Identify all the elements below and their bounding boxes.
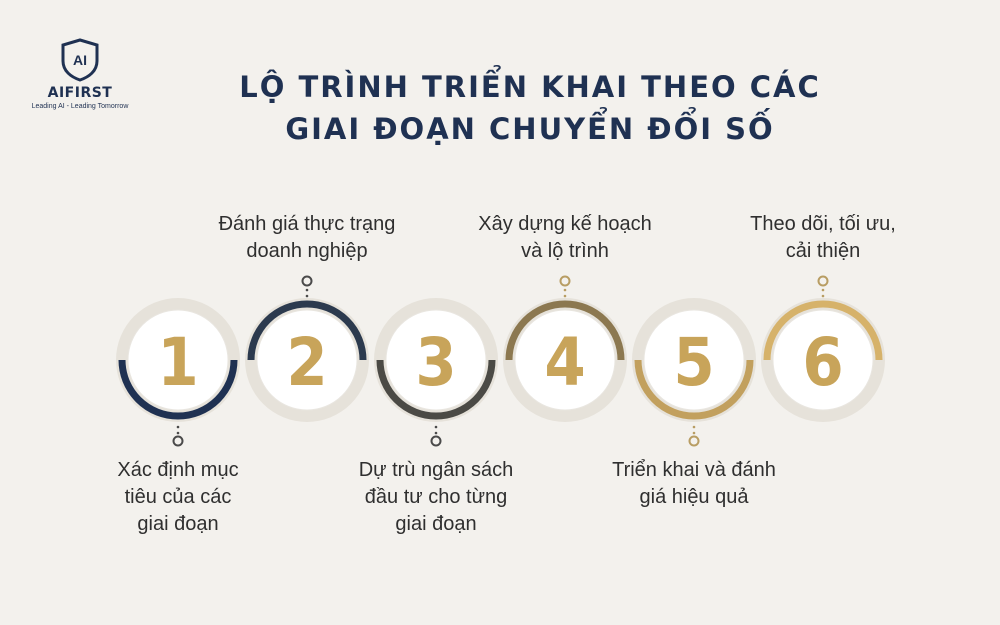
step-4-circle xyxy=(514,309,616,411)
step-5-label-line-1: Triển khai và đánh xyxy=(612,459,776,481)
title-line-1: LỘ TRÌNH TRIỂN KHAI THEO CÁC xyxy=(239,70,821,104)
step-3-label-line-2: đầu tư cho từng xyxy=(364,486,508,508)
step-5-node xyxy=(688,435,700,447)
step-2-number: 2 xyxy=(286,324,327,401)
shield-logo-icon: AI xyxy=(61,38,99,82)
step-4-connector-dot-2 xyxy=(563,294,567,298)
step-4-label-line-2: và lộ trình xyxy=(521,240,609,262)
step-2-label-line-2: doanh nghiệp xyxy=(246,240,368,262)
step-2-connector-dot-2 xyxy=(305,294,309,298)
step-3-node xyxy=(430,435,442,447)
step-2-label-line-1: Đánh giá thực trạng xyxy=(218,213,396,235)
step-5-connector-dot-2 xyxy=(692,431,696,435)
step-1-connector-dot-2 xyxy=(176,431,180,435)
step-4-ring xyxy=(505,300,625,361)
logo: AI AIFIRST Leading AI - Leading Tomorrow xyxy=(28,38,132,110)
step-5-connector-dot-1 xyxy=(692,425,696,429)
step-2-circle xyxy=(256,309,358,411)
step-6-circle xyxy=(772,309,874,411)
step-6-number: 6 xyxy=(802,324,843,401)
step-2-connector-dot-1 xyxy=(305,288,309,292)
step-6-ring xyxy=(763,300,883,361)
step-3-connector-dot-1 xyxy=(434,425,438,429)
step-1-label-line-1: Xác định mục xyxy=(117,459,239,481)
logo-mark: AI xyxy=(73,52,87,68)
step-1-node xyxy=(172,435,184,447)
page-title: LỘ TRÌNH TRIỂN KHAI THEO CÁC GIAI ĐOẠN C… xyxy=(180,66,880,150)
step-2-ring xyxy=(247,300,367,361)
step-5-label-line-2: giá hiệu quả xyxy=(639,486,749,508)
step-5-circle xyxy=(643,309,745,411)
step-1-ring xyxy=(118,359,238,420)
step-3-number: 3 xyxy=(415,324,456,401)
step-3-label-line-3: giai đoạn xyxy=(395,513,477,535)
step-6-label: Theo dõi, tối ưu, cải thiện xyxy=(723,211,923,265)
step-1-circle xyxy=(127,309,229,411)
step-4-label-line-1: Xây dựng kế hoạch xyxy=(478,213,652,235)
brand-tagline: Leading AI - Leading Tomorrow xyxy=(31,103,129,110)
step-1-connector-dot-1 xyxy=(176,425,180,429)
step-5-number: 5 xyxy=(673,324,714,401)
step-3-ring xyxy=(376,359,496,420)
step-4-label: Xây dựng kế hoạch và lộ trình xyxy=(465,211,665,265)
step-3-circle xyxy=(385,309,487,411)
step-6-node xyxy=(817,275,829,287)
step-6-label-line-2: cải thiện xyxy=(785,240,861,262)
step-1-number: 1 xyxy=(157,324,198,401)
step-5-label: Triển khai và đánh giá hiệu quả xyxy=(594,457,794,511)
step-3-label: Dự trù ngân sách đầu tư cho từng giai đoạn xyxy=(336,457,536,538)
step-1-label-line-2: tiêu của các xyxy=(124,486,232,508)
step-5-ring xyxy=(634,359,754,420)
step-4-number: 4 xyxy=(544,324,585,401)
step-3-connector-dot-2 xyxy=(434,431,438,435)
step-6-connector-dot-1 xyxy=(821,288,825,292)
step-4-connector-dot-1 xyxy=(563,288,567,292)
step-2-node xyxy=(301,275,313,287)
step-6-connector-dot-2 xyxy=(821,294,825,298)
step-3-label-line-1: Dự trù ngân sách xyxy=(358,459,514,481)
step-2-label: Đánh giá thực trạng doanh nghiệp xyxy=(207,211,407,265)
step-4-node xyxy=(559,275,571,287)
step-1-label: Xác định mục tiêu của các giai đoạn xyxy=(78,457,278,538)
title-line-2: GIAI ĐOẠN CHUYỂN ĐỔI SỐ xyxy=(285,112,775,146)
step-6-label-line-1: Theo dõi, tối ưu, xyxy=(750,213,896,235)
brand-name: AIFIRST xyxy=(47,85,113,101)
step-1-label-line-3: giai đoạn xyxy=(137,513,219,535)
